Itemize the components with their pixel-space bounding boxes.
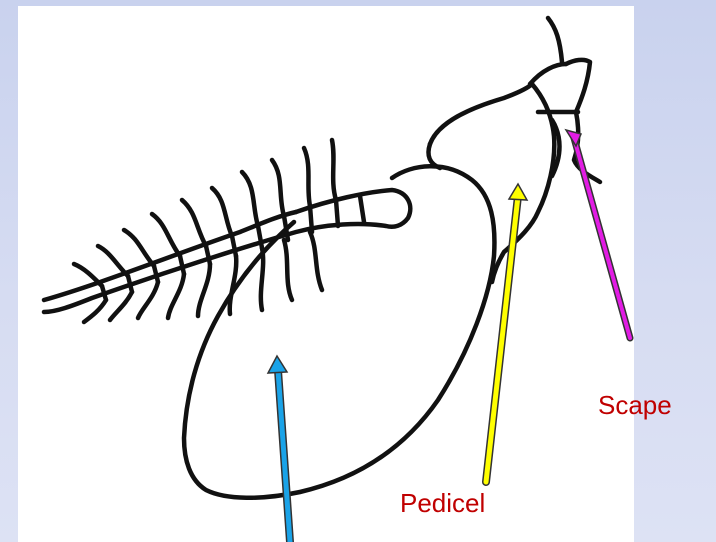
flagellum-hair <box>182 200 206 246</box>
flagellum-hair <box>310 232 322 290</box>
flagellum-hair <box>261 248 263 310</box>
flagellum-hair <box>332 140 336 200</box>
flagellum-tip-outline <box>44 190 410 312</box>
flagellum-hair <box>230 256 237 314</box>
flagellum-arrow <box>268 356 290 542</box>
scape-label: Scape <box>598 390 672 420</box>
flagellum-hair <box>84 300 106 322</box>
flagellum-hair <box>124 230 154 266</box>
flagellum-hair <box>98 246 128 276</box>
flagellum-hair <box>138 282 158 318</box>
pedicel-label: Pedicel <box>400 488 485 518</box>
flagellum-hair <box>152 214 180 256</box>
flagellum-hair <box>272 160 284 216</box>
flagellum-hair <box>304 148 310 206</box>
flagellum-hair <box>212 188 232 236</box>
scape-outline <box>548 18 562 62</box>
flagellum-hair <box>110 292 132 320</box>
flagellum-hair <box>198 264 210 316</box>
flagellum-hair <box>242 172 258 226</box>
flagellum-hair <box>168 274 184 318</box>
flagellum-hair <box>74 264 102 286</box>
scape-outline <box>530 64 566 84</box>
flagellum-hair <box>284 240 292 300</box>
